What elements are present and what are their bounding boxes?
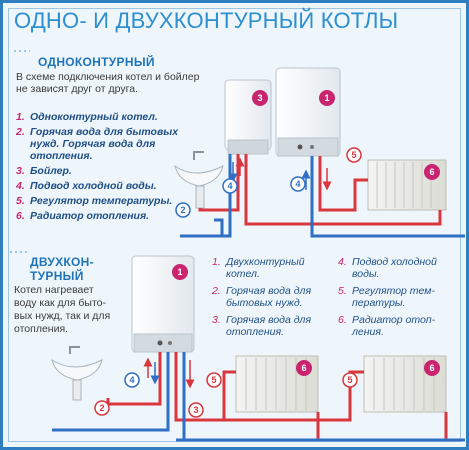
single-circuit-description: В схеме подключения котел и бойлер не за… (16, 71, 200, 95)
svg-text:2: 2 (99, 403, 104, 413)
svg-text:2: 2 (180, 205, 185, 215)
double-circuit-boiler (131, 255, 195, 353)
sink (51, 346, 103, 401)
hot-water-pipe (198, 154, 240, 212)
badge-3: 3 (252, 90, 268, 106)
badge-6: 6 (296, 360, 312, 376)
legend-item: 5.Регулятор температуры. (16, 195, 173, 207)
single-circuit-boiler (275, 67, 341, 157)
single-circuit-heading: ОДНОКОНТУРНЫЙ (38, 55, 155, 69)
svg-text:6: 6 (301, 363, 306, 373)
svg-text:5: 5 (351, 150, 356, 160)
heating-supply-pipe (318, 156, 368, 212)
svg-text:3: 3 (257, 93, 262, 103)
heating-return-pipe (244, 154, 442, 226)
svg-text:3: 3 (193, 405, 198, 415)
badge-4: 4 (222, 178, 238, 194)
legend-item: 4.Подвод холодной воды. (16, 180, 157, 192)
badge-5b: 5 (342, 372, 358, 388)
legend-item: 6.Радиатор отопления. (16, 210, 150, 222)
legend-item: 6.Радиатор отоп-ления. (338, 314, 436, 338)
legend-item: 1.Одноконтурный котел. (16, 111, 158, 123)
badge-3: 3 (188, 402, 204, 418)
svg-text:5: 5 (347, 375, 352, 385)
badge-4: 4 (124, 372, 140, 388)
badge-1: 1 (172, 264, 188, 280)
legend-item: 3.Бойлер. (16, 165, 72, 177)
badge-6: 6 (424, 164, 440, 180)
svg-text:5: 5 (211, 375, 216, 385)
badge-5: 5 (206, 372, 222, 388)
double-circuit-heading: ДВУХКОН- ТУРНЫЙ (30, 255, 94, 283)
svg-text:4: 4 (129, 375, 134, 385)
cold-water-main (310, 156, 465, 238)
boiler-tank (224, 79, 272, 155)
cold-branch (214, 218, 224, 236)
badge-6b: 6 (424, 360, 440, 376)
svg-text:4: 4 (295, 179, 300, 189)
heating-supply-pipe-2 (224, 370, 364, 422)
sink (174, 151, 224, 209)
svg-text:4: 4 (227, 181, 232, 191)
single-circuit-legend: 1.Одноконтурный котел. 2.Горячая вода дл… (16, 111, 181, 225)
badge-2: 2 (175, 202, 191, 218)
page-title: ОДНО- И ДВУХКОНТУРНЫЙ КОТЛЫ (14, 8, 399, 33)
badge-4b: 4 (290, 176, 306, 192)
badge-1: 1 (319, 90, 335, 106)
svg-text:1: 1 (177, 267, 182, 277)
cold-water-pipe (52, 352, 170, 432)
double-circuit-description: Котел нагревает воду как для быто- вых н… (14, 284, 111, 335)
legend-item: 5.Регулятор тем-пературы. (338, 285, 435, 309)
svg-text:6: 6 (429, 167, 434, 177)
svg-text:1: 1 (324, 93, 329, 103)
svg-text:6: 6 (429, 363, 434, 373)
hot-water-pipe (106, 352, 162, 406)
badge-5: 5 (346, 147, 362, 163)
badge-2: 2 (94, 400, 110, 416)
